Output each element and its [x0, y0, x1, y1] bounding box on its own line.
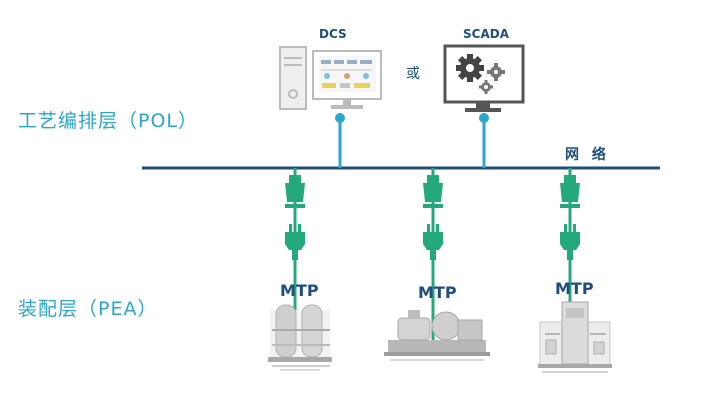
compressor-unit-icon: [384, 310, 490, 361]
module-2-mtp-label: MTP: [418, 283, 457, 302]
pol-layer-label: 工艺编排层（POL）: [18, 110, 198, 132]
scada-monitor-icon: [443, 44, 525, 112]
scada-label: SCADA: [463, 27, 509, 41]
module-1-mtp-label: MTP: [280, 281, 319, 300]
scada-link: [479, 113, 489, 168]
pea-layer-label: 装配层（PEA）: [18, 298, 158, 320]
module-3-mtp-label: MTP: [555, 279, 594, 298]
dcs-computer-icon: [279, 46, 382, 110]
network-label: 网 络: [565, 147, 610, 163]
or-label: 或: [406, 66, 420, 82]
twin-vessel-skid-icon: [268, 304, 332, 371]
cabinet-skid-icon: [538, 301, 612, 373]
dcs-label: DCS: [319, 27, 347, 41]
dcs-link: [335, 113, 345, 168]
